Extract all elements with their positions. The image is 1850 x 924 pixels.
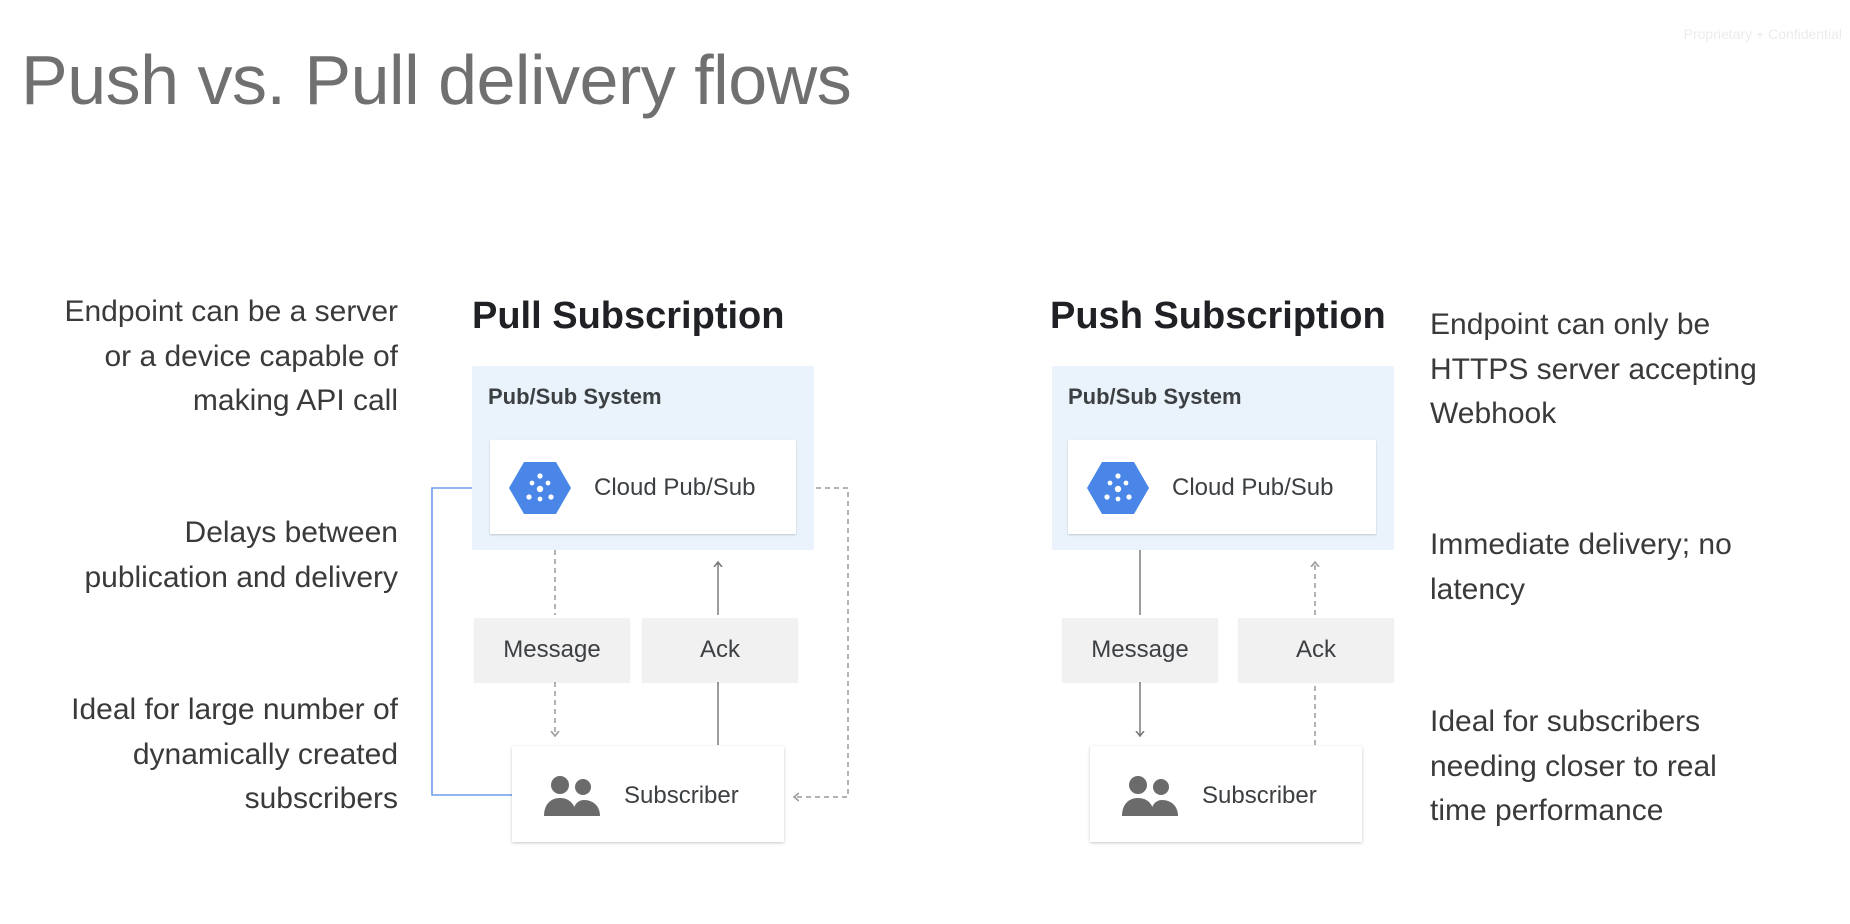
- push-subscription-heading: Push Subscription: [1050, 295, 1386, 337]
- push-message-box: Message: [1062, 618, 1218, 682]
- push-ack-label: Ack: [1295, 636, 1336, 663]
- pull-request-loop: [431, 488, 512, 796]
- push-ack-box: Ack: [1238, 618, 1394, 682]
- push-note-endpoint: Endpoint can only be HTTPS server accept…: [1430, 308, 1757, 430]
- pubsub-hexagon-icon: [1087, 462, 1149, 514]
- pull-ack-label: Ack: [699, 636, 740, 663]
- pull-subscriber-label: Subscriber: [624, 782, 739, 809]
- push-note-ideal: Ideal for subscribers needing closer to …: [1430, 705, 1717, 827]
- push-system-label: Pub/Sub System: [1068, 384, 1242, 409]
- slide-title: Push vs. Pull delivery flows: [21, 41, 852, 119]
- people-icon: [544, 776, 600, 816]
- pull-pubsub-system: Pub/Sub System Cloud Pub/Sub: [472, 366, 814, 550]
- pull-subscription-heading: Pull Subscription: [472, 295, 785, 337]
- people-icon: [1122, 776, 1178, 816]
- pull-ack-box: Ack: [642, 618, 798, 682]
- pull-note-delays: Delays between publication and delivery: [84, 516, 398, 594]
- pubsub-hexagon-icon: [509, 462, 571, 514]
- pull-note-endpoint: Endpoint can be a server or a device cap…: [64, 295, 398, 417]
- pull-cloud-pubsub-card: Cloud Pub/Sub: [490, 440, 796, 534]
- pull-system-label: Pub/Sub System: [488, 384, 662, 409]
- pull-cloud-pubsub-label: Cloud Pub/Sub: [594, 474, 756, 501]
- pull-message-label: Message: [503, 636, 601, 663]
- push-subscriber-card: Subscriber: [1090, 746, 1362, 842]
- pull-note-ideal: Ideal for large number of dynamically cr…: [71, 693, 398, 815]
- push-note-immediate: Immediate delivery; no latency: [1430, 528, 1732, 606]
- push-cloud-pubsub-label: Cloud Pub/Sub: [1172, 474, 1334, 501]
- pull-subscriber-card: Subscriber: [512, 746, 784, 842]
- confidential-watermark: Proprietary + Confidential: [1683, 26, 1842, 42]
- pull-message-box: Message: [474, 618, 630, 682]
- push-subscriber-label: Subscriber: [1202, 782, 1317, 809]
- push-cloud-pubsub-card: Cloud Pub/Sub: [1068, 440, 1376, 534]
- push-message-label: Message: [1091, 636, 1189, 663]
- push-pubsub-system: Pub/Sub System Cloud Pub/Sub: [1052, 366, 1394, 550]
